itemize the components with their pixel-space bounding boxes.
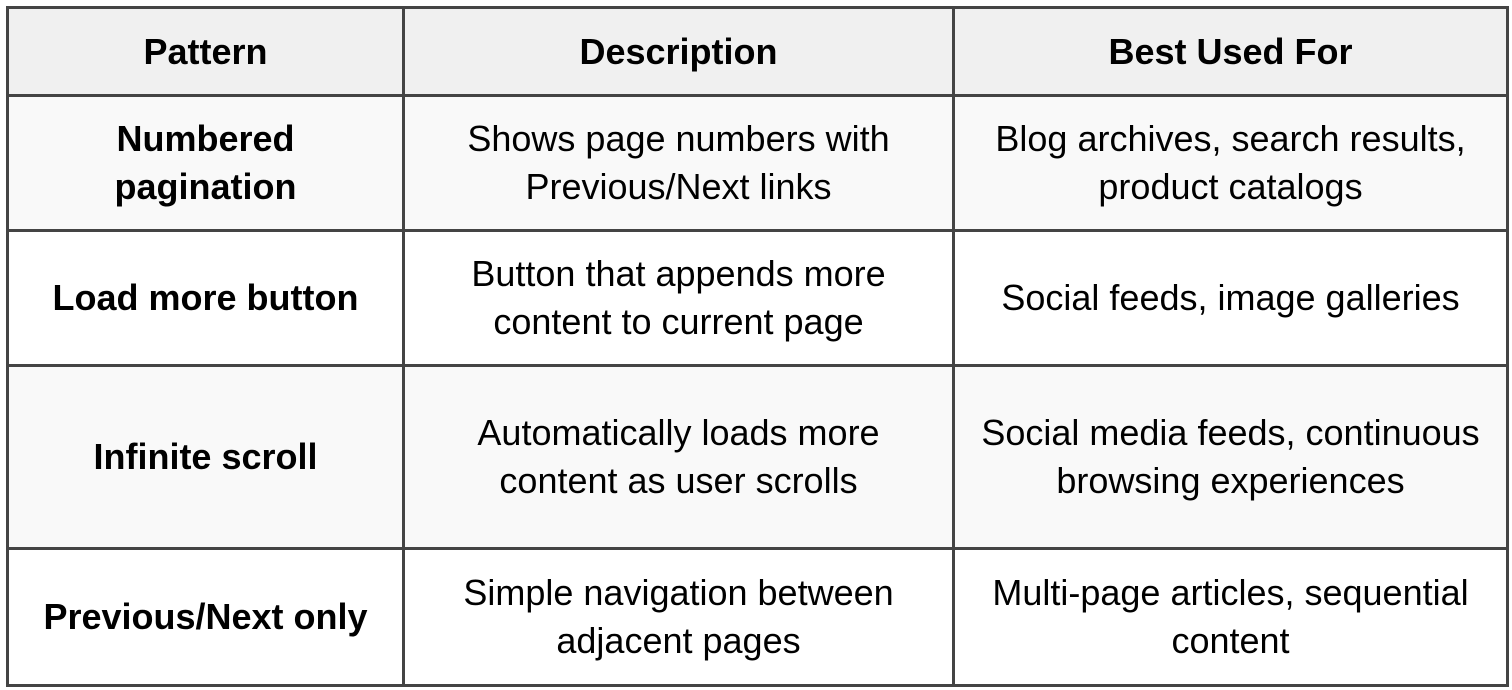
pattern-cell: Load more button [6, 229, 405, 367]
description-cell: Automatically loads more content as user… [402, 364, 955, 550]
best-used-for-cell: Blog archives, search results, product c… [952, 94, 1509, 232]
pattern-cell: Numbered pagination [6, 94, 405, 232]
best-used-for-cell: Multi-page articles, sequential content [952, 547, 1509, 687]
header-description: Description [402, 6, 955, 97]
header-row: Pattern Description Best Used For [6, 6, 1509, 97]
description-cell: Button that appends more content to curr… [402, 229, 955, 367]
best-used-for-cell: Social feeds, image galleries [952, 229, 1509, 367]
table-row: Numbered pagination Shows page numbers w… [6, 94, 1509, 232]
table-row: Infinite scroll Automatically loads more… [6, 364, 1509, 550]
pagination-patterns-table: Pattern Description Best Used For Number… [6, 6, 1509, 687]
header-best-used-for: Best Used For [952, 6, 1509, 97]
table-row: Previous/Next only Simple navigation bet… [6, 547, 1509, 687]
description-cell: Simple navigation between adjacent pages [402, 547, 955, 687]
table-row: Load more button Button that appends mor… [6, 229, 1509, 367]
header-pattern: Pattern [6, 6, 405, 97]
best-used-for-cell: Social media feeds, continuous browsing … [952, 364, 1509, 550]
pattern-cell: Infinite scroll [6, 364, 405, 550]
pattern-cell: Previous/Next only [6, 547, 405, 687]
table-container: Pattern Description Best Used For Number… [6, 6, 1509, 687]
description-cell: Shows page numbers with Previous/Next li… [402, 94, 955, 232]
